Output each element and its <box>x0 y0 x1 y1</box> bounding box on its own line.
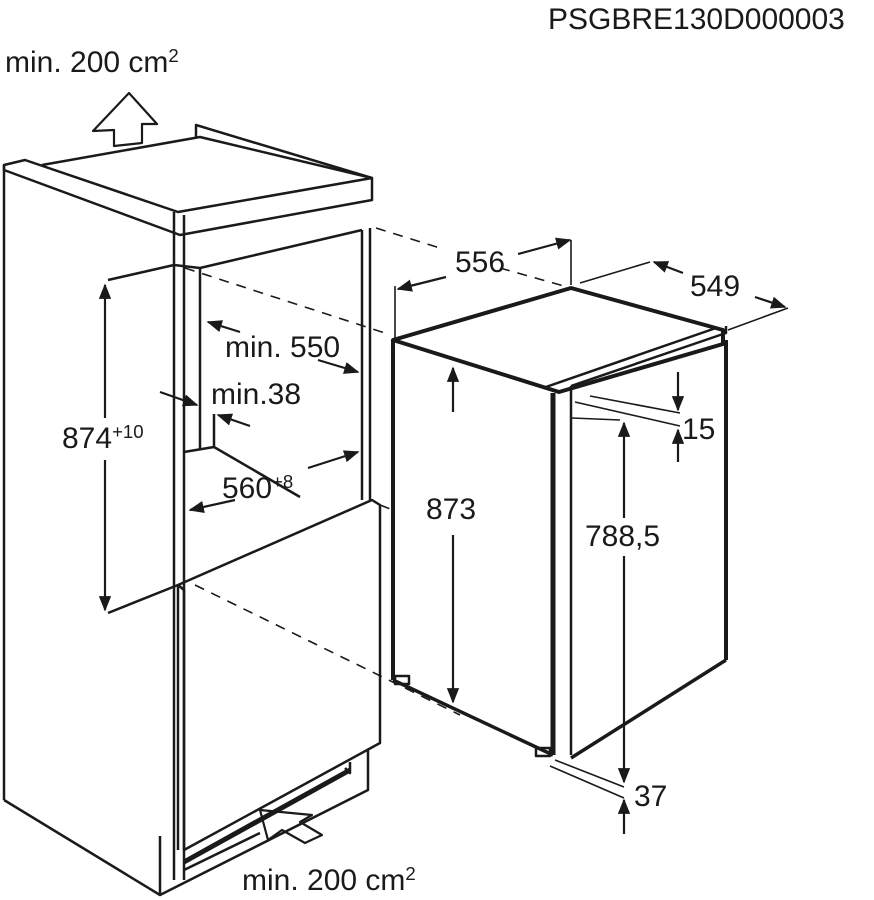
appliance-width-label: 556 <box>455 246 506 279</box>
appliance-depth-label: 549 <box>690 270 741 303</box>
door-top-offset-label: 15 <box>682 413 716 446</box>
niche-width-tolerance: +8 <box>272 470 294 492</box>
top-vent-sup: 2 <box>168 44 179 66</box>
door-bottom-offset-label: 37 <box>634 780 668 813</box>
appliance <box>391 286 728 760</box>
side-gap-label: min.38 <box>211 378 302 411</box>
model-code: PSGBRE130D000003 <box>548 3 845 36</box>
bottom-vent-label: min. 200 cm2 <box>242 862 416 897</box>
niche-height-tolerance: +10 <box>112 420 144 442</box>
dimension-lines <box>98 237 789 834</box>
niche-height-label: 874+10 <box>62 420 144 455</box>
niche-height-value: 874 <box>62 422 113 455</box>
top-vent-label: min. 200 cm2 <box>5 44 179 79</box>
door-height-label: 788,5 <box>585 520 661 553</box>
niche-width-label: 560+8 <box>222 470 294 505</box>
bottom-vent-text: min. 200 cm <box>242 864 406 897</box>
appliance-height-label: 873 <box>426 493 477 526</box>
bottom-vent-sup: 2 <box>405 862 416 884</box>
niche-width-value: 560 <box>222 472 273 505</box>
projection-lines <box>184 227 572 716</box>
niche-depth-label: min. 550 <box>225 331 341 364</box>
top-vent-text: min. 200 cm <box>5 46 169 79</box>
cabinet <box>2 91 382 897</box>
